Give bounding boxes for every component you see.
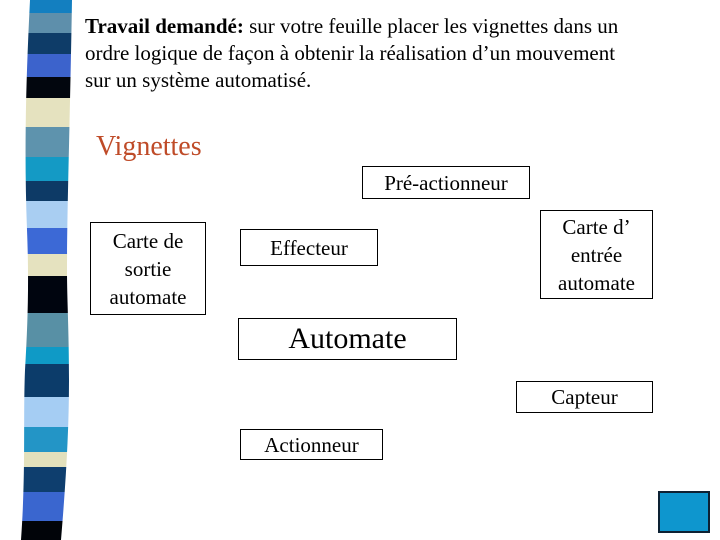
vignette-label-line: Carte de: [112, 228, 184, 253]
vignette-label: Pré-actionneur: [384, 170, 508, 195]
vignette-label: Effecteur: [270, 235, 348, 260]
instruction-line-1: Travail demandé: sur votre feuille place…: [85, 13, 701, 40]
instruction-text: Travail demandé: sur votre feuille place…: [85, 13, 701, 94]
instruction-line-1-rest: sur votre feuille placer les vignettes d…: [243, 14, 619, 38]
vignette-capteur[interactable]: Capteur: [516, 381, 653, 413]
vignette-actionneur[interactable]: Actionneur: [240, 429, 383, 460]
vignette-label-line: sortie: [124, 256, 172, 281]
vignette-label-line: automate: [109, 284, 187, 309]
vignette-pre-actionneur[interactable]: Pré-actionneur: [362, 166, 530, 199]
ribbon-decoration: [21, 0, 72, 540]
vignette-effecteur[interactable]: Effecteur: [240, 229, 378, 266]
vignette-label-line: entrée: [570, 242, 623, 267]
vignette-label-line: Carte d’: [562, 214, 631, 239]
vignette-carte-entree-automate[interactable]: Carte d’ entrée automate: [540, 210, 653, 299]
vignette-label: Automate: [288, 322, 407, 355]
corner-rectangle-decoration: [658, 491, 710, 533]
vignette-carte-sortie-automate[interactable]: Carte de sortie automate: [90, 222, 206, 315]
instruction-line-2: ordre logique de façon à obtenir la réal…: [85, 41, 616, 65]
vignette-label: Actionneur: [264, 432, 359, 457]
instruction-line-3: sur un système automatisé.: [85, 68, 312, 92]
section-title-vignettes: Vignettes: [96, 131, 202, 162]
vignette-automate[interactable]: Automate: [238, 318, 457, 360]
vignette-label: Capteur: [551, 385, 618, 409]
instruction-bold-lead: Travail demandé:: [85, 14, 244, 38]
vignette-label-line: automate: [558, 270, 635, 295]
